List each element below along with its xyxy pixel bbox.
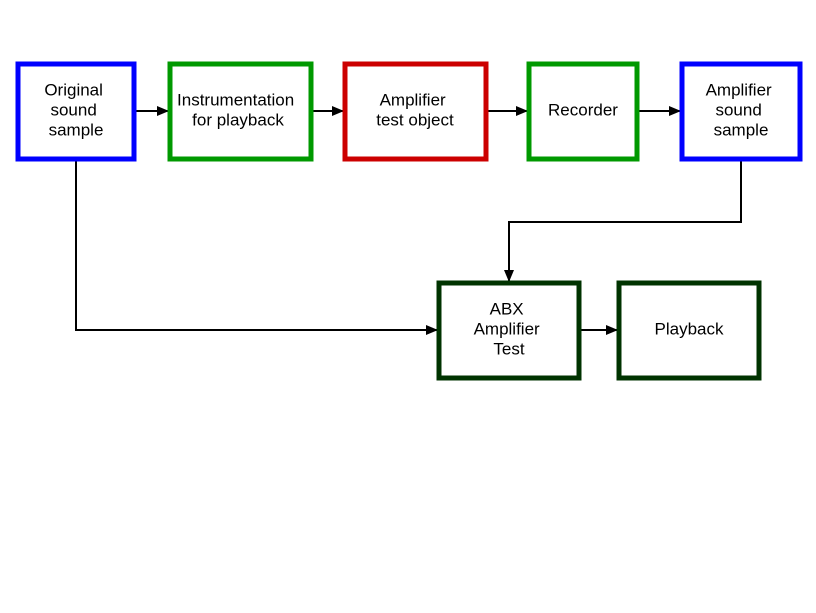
node-amplifier-sound-sample-label-line-3: sample <box>714 121 769 140</box>
node-abx-amplifier-test: ABX Amplifier Test <box>436 280 582 381</box>
node-instrumentation-for-playback: Instrumentation for playback <box>167 61 314 162</box>
node-instrumentation-label-line-2: for playback <box>192 111 284 130</box>
node-recorder-label-line-1: Recorder <box>548 101 618 120</box>
node-playback: Playback <box>616 280 762 381</box>
node-amplifier-test-object-label-line-1: Amplifier <box>380 91 446 110</box>
node-amplifier-sound-sample-box <box>679 61 803 162</box>
node-original-label: Original sound sample <box>44 81 107 140</box>
node-recorder-box <box>526 61 640 162</box>
node-amplifier-test-object-box <box>342 61 489 162</box>
node-recorder-label: Recorder <box>548 101 618 120</box>
node-original-label-line-2: sound <box>50 101 96 120</box>
node-playback-label-line-1: Playback <box>655 320 724 339</box>
node-abx-test-box <box>436 280 582 381</box>
node-instrumentation-label: Instrumentation for playback <box>177 91 299 130</box>
edge-amplifier-sound-sample-to-abx-test <box>504 160 742 282</box>
node-abx-test-label-line-2: Amplifier <box>474 320 540 339</box>
node-amplifier-test-object-label-line-2: test object <box>376 111 454 130</box>
edge-original-to-abx-test <box>75 160 438 335</box>
node-amplifier-test-object: Amplifier test object <box>342 61 489 162</box>
node-abx-test-label-line-1: ABX <box>490 300 524 319</box>
node-original-label-line-3: sample <box>49 121 104 140</box>
node-playback-box <box>616 280 762 381</box>
node-amplifier-sound-sample: Amplifier sound sample <box>679 61 803 162</box>
node-amplifier-sound-sample-label-line-1: Amplifier <box>706 81 772 100</box>
node-instrumentation-box <box>167 61 314 162</box>
node-original-label-line-1: Original <box>44 81 103 100</box>
node-instrumentation-label-line-1: Instrumentation <box>177 91 294 110</box>
node-recorder: Recorder <box>526 61 640 162</box>
node-abx-test-label-line-3: Test <box>493 340 524 359</box>
node-original-box <box>15 61 137 162</box>
node-original-sound-sample: Original sound sample <box>15 61 137 162</box>
node-amplifier-test-object-label: Amplifier test object <box>376 91 454 130</box>
edges <box>75 106 742 335</box>
node-amplifier-sound-sample-label: Amplifier sound sample <box>706 81 777 140</box>
node-amplifier-sound-sample-label-line-2: sound <box>715 101 761 120</box>
node-abx-test-label: ABX Amplifier Test <box>474 300 545 359</box>
node-playback-label: Playback <box>655 320 724 339</box>
